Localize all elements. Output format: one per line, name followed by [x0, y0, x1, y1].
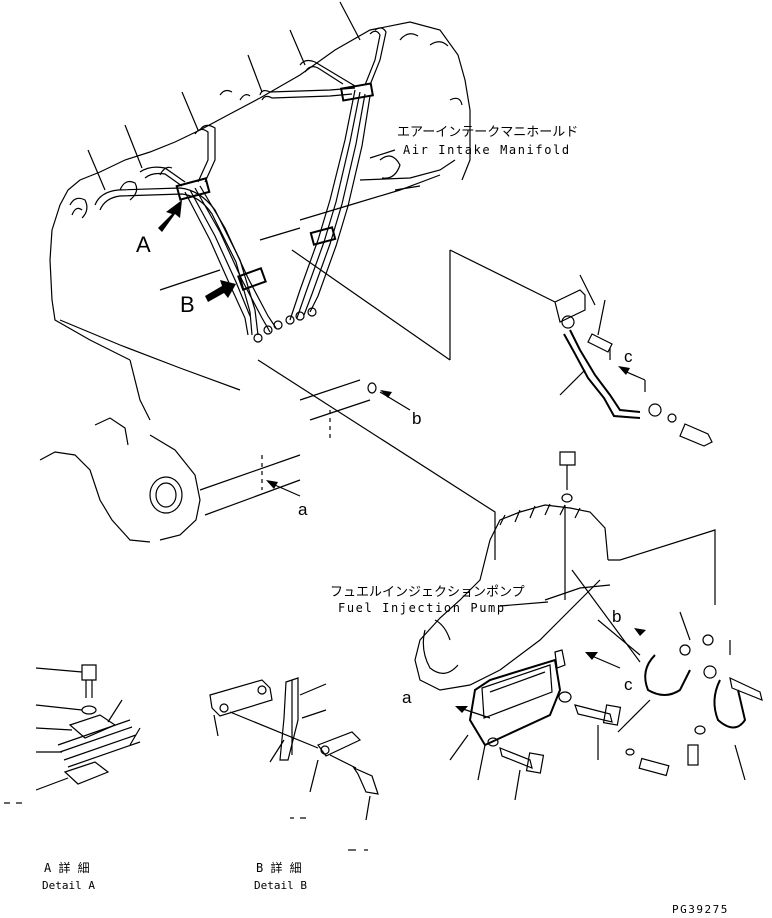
detail-b-title-jp: B 詳 細	[256, 860, 302, 875]
fuel-injection-line-bundle	[94, 27, 387, 343]
air-intake-manifold-callout: エアーインテークマニホールド Air Intake Manifold	[369, 125, 578, 159]
right-side-hardware: b c	[571, 569, 763, 781]
top-leader-lines	[87, 1, 361, 191]
drawing-code: PG39275	[672, 903, 729, 916]
engine-block-outline	[49, 21, 471, 421]
ref-b-upper: b	[367, 382, 421, 428]
pipe-assembly-upper-right: c	[554, 274, 713, 447]
ref-c-lower-label: c	[624, 675, 633, 694]
view-arrow-a: A	[136, 200, 182, 257]
ref-b-label: b	[412, 409, 421, 428]
fuel-injection-pump: フュエルインジェクションポンプ Fuel Injection Pump	[330, 451, 716, 691]
ref-a-label: a	[298, 500, 308, 519]
ref-b-lower-label: b	[612, 607, 621, 626]
detail-b-title-en: Detail B	[254, 879, 307, 892]
air-intake-label-jp: エアーインテークマニホールド	[397, 125, 578, 140]
assembly-lines	[257, 249, 556, 560]
detail-b-drawing: B 詳 細 Detail B	[209, 677, 379, 892]
ref-a-upper: a	[266, 480, 308, 519]
view-arrow-b: B	[180, 280, 236, 317]
detail-a-title-jp: A 詳 細	[44, 860, 90, 875]
view-a-label: A	[136, 232, 151, 257]
fuel-pump-label-en: Fuel Injection Pump	[338, 601, 506, 615]
ref-c-label: c	[624, 347, 633, 366]
view-b-label: B	[180, 292, 195, 317]
ref-a-lower-label: a	[402, 688, 412, 707]
detail-a-drawing: A 詳 細 Detail A	[4, 664, 141, 892]
air-intake-label-en: Air Intake Manifold	[403, 143, 571, 157]
pump-support-bracket: a	[402, 658, 622, 801]
fuel-pump-label-jp: フュエルインジェクションポンプ	[330, 585, 525, 600]
detail-a-title-en: Detail A	[42, 879, 95, 892]
front-cover-outline	[39, 379, 371, 543]
